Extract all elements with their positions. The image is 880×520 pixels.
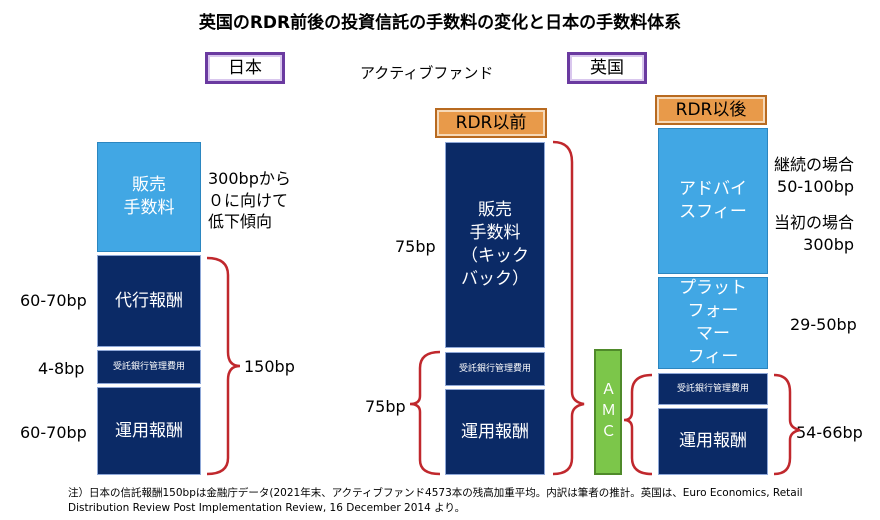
uk-after-trustee-fee-box: 受託銀行管理費用 — [658, 373, 768, 405]
uk-before-total-bracket — [552, 140, 585, 476]
japan-trustee-fee-label: 4-8bp — [38, 359, 85, 378]
header-rdr-before: RDR以前 — [435, 108, 547, 138]
uk-after-ongoing-advice-label: 継続の場合 50-100bp — [774, 155, 855, 196]
uk-label: 英国 — [567, 52, 647, 84]
uk-before-trustee-fee-box: 受託銀行管理費用 — [445, 352, 545, 386]
japan-agency-fee-box: 代行報酬 — [97, 255, 201, 347]
uk-before-management-fee-box: 運用報酬 — [445, 389, 545, 475]
uk-after-platform-fee-label: 29-50bp — [790, 315, 857, 334]
uk-after-advice-fee-box: アドバイ スフィー — [658, 128, 768, 274]
amc-box: ＡＭＣ — [594, 349, 622, 475]
active-fund-label: アクティブファンド — [360, 64, 494, 82]
uk-before-amc-label: 75bp — [365, 397, 406, 416]
japan-trustee-fee-box: 受託銀行管理費用 — [97, 350, 201, 384]
uk-before-sales-fee-label: 75bp — [395, 237, 436, 256]
japan-total-bracket — [206, 256, 241, 476]
japan-management-fee-box: 運用報酬 — [97, 387, 201, 475]
uk-after-platform-fee-box: プラット フォー マー フィー — [658, 277, 768, 369]
japan-label: 日本 — [205, 52, 285, 84]
japan-sales-fee-box: 販売 手数料 — [97, 142, 201, 252]
uk-after-amc-left-bracket — [623, 373, 653, 476]
uk-before-lower-bracket — [409, 350, 441, 476]
japan-total-label: 150bp — [244, 357, 295, 376]
uk-after-initial-advice-label: 当初の場合 300bp — [774, 213, 855, 254]
diagram-title: 英国のRDR前後の投資信託の手数料の変化と日本の手数料体系 — [198, 13, 682, 33]
header-rdr-after: RDR以後 — [655, 95, 767, 125]
japan-agency-fee-label: 60-70bp — [20, 291, 87, 310]
footnote-line-1: 注）日本の信託報酬150bpは金融庁データ(2021年末、アクティブファンド45… — [68, 487, 803, 499]
japan-management-fee-label: 60-70bp — [20, 423, 87, 442]
footnote-line-2: Distribution Review Post Implementation … — [68, 502, 466, 514]
uk-after-amc-right-bracket — [773, 373, 801, 476]
uk-before-sales-fee-box: 販売 手数料 （キック バック） — [445, 142, 545, 348]
japan-sales-fee-note: 300bpから ０に向けて 低下傾向 — [208, 169, 291, 232]
uk-after-amc-label: 54-66bp — [796, 423, 863, 442]
uk-after-management-fee-box: 運用報酬 — [658, 408, 768, 475]
